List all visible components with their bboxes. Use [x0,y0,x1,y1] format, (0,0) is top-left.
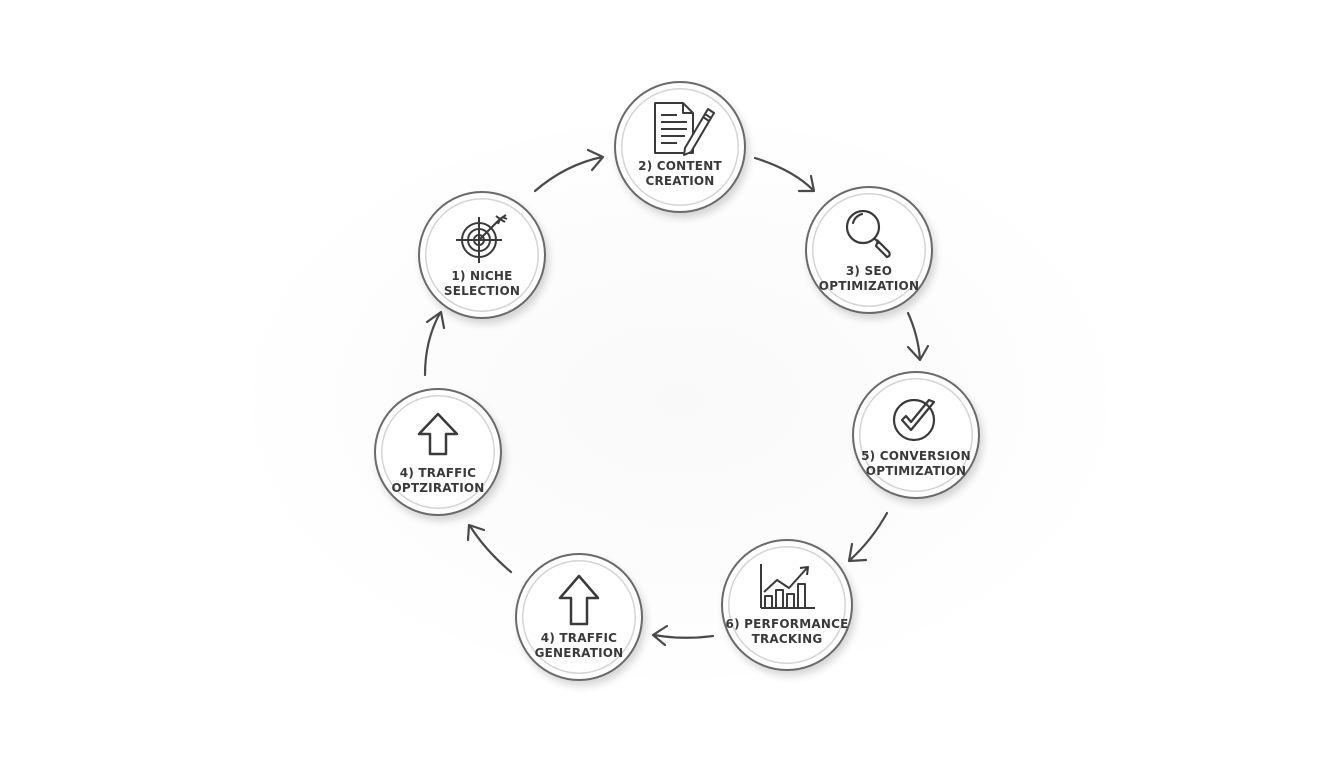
up-arrow-icon [413,408,463,462]
node-content-creation: 2) CONTENT CREATION [614,81,746,213]
node-label: 2) CONTENT CREATION [638,159,722,188]
node-label: 5) CONVERSION OPTIMIZATION [861,449,971,478]
arrow-performance-to-traffic-generation [651,624,715,647]
node-conversion-optimization: 5) CONVERSION OPTIMIZATION [852,371,980,499]
arrow-traffic-optimization-to-niche [423,310,446,377]
node-label: 1) NICHE SELECTION [443,269,521,298]
node-performance-tracking: 6) PERFORMANCE TRACKING [721,539,853,671]
arrow-seo-to-conversion [906,311,930,362]
node-traffic-generation: 4) TRAFFIC GENERATION [515,553,643,681]
node-niche-selection: 1) NICHE SELECTION [418,191,546,319]
node-traffic-optimization: 4) TRAFFIC OPTZIRATION [374,388,502,516]
bar-chart-trend-icon [755,559,819,613]
node-label: 4) TRAFFIC OPTZIRATION [391,466,485,495]
node-label: 6) PERFORMANCE TRACKING [725,617,849,646]
node-label: 4) TRAFFIC GENERATION [534,631,624,660]
up-arrow-icon [554,573,604,627]
magnifier-icon [839,206,899,260]
target-icon [452,211,512,265]
arrow-conversion-to-performance [847,511,889,563]
arrow-traffic-generation-to-traffic-optimization [466,523,513,574]
arrow-content-to-seo [753,156,816,193]
checkmark-circle-icon [886,391,946,445]
node-seo-optimization: 3) SEO OPTIMIZATION [805,186,933,314]
arrow-niche-to-content [533,148,605,193]
document-pen-icon [645,101,715,156]
node-label: 3) SEO OPTIMIZATION [818,264,920,293]
